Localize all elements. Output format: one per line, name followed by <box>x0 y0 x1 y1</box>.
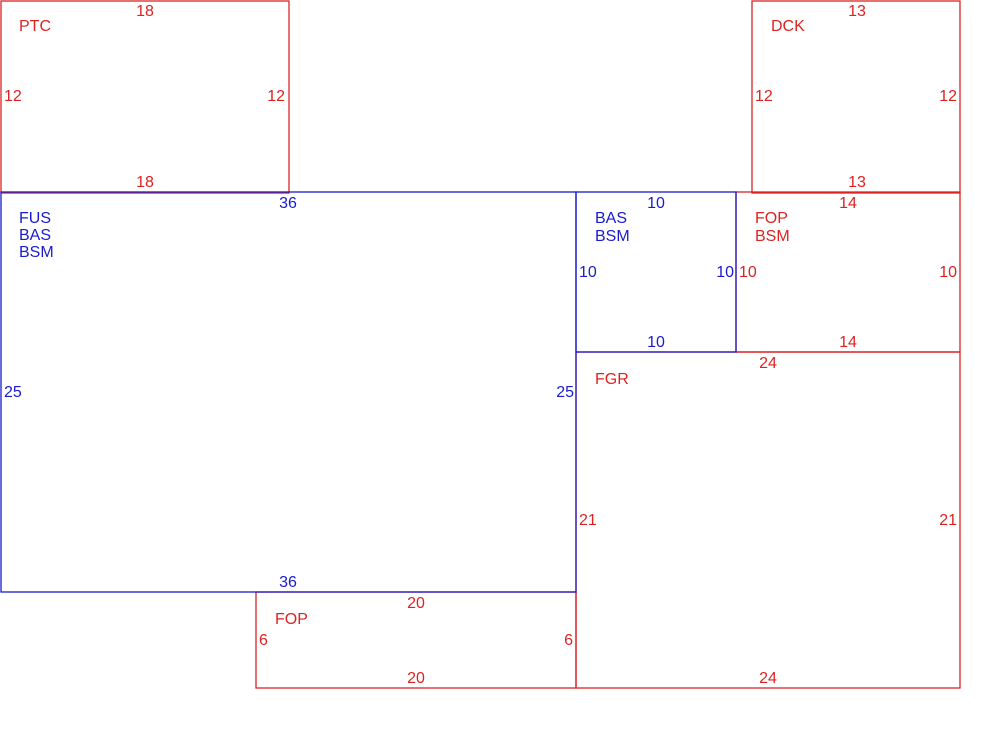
dimension-bottom: 20 <box>407 670 425 687</box>
dimension-left: 12 <box>4 88 22 105</box>
area-label: FOP <box>275 611 308 628</box>
area-bas-small-outline <box>575 191 737 353</box>
dimension-left: 25 <box>4 384 22 401</box>
dimension-top: 20 <box>407 595 425 612</box>
dimension-top: 10 <box>647 195 665 212</box>
dimension-left: 6 <box>259 632 268 649</box>
dimension-bottom: 10 <box>647 334 665 351</box>
area-label: PTC <box>19 18 51 35</box>
dimension-bottom: 13 <box>848 174 866 191</box>
area-label: FOP <box>755 210 788 227</box>
area-dck-outline <box>751 0 961 194</box>
dimension-right: 10 <box>939 264 957 281</box>
area-label: BSM <box>755 228 790 245</box>
area-main: FUS BAS BSM 36 36 25 25 <box>4 195 574 591</box>
dimension-left: 12 <box>755 88 773 105</box>
dimension-top: 13 <box>848 3 866 20</box>
dimension-bottom: 14 <box>839 334 857 351</box>
area-ptc: PTC 18 18 12 12 <box>4 3 285 191</box>
area-label: BSM <box>595 228 630 245</box>
area-bas-small: BAS BSM 10 10 10 10 <box>579 195 734 351</box>
area-label: BSM <box>19 244 54 261</box>
area-fop: FOP 20 20 6 6 <box>259 595 573 687</box>
dimension-right: 10 <box>716 264 734 281</box>
dimension-top: 14 <box>839 195 857 212</box>
area-label: BAS <box>595 210 627 227</box>
dimension-right: 25 <box>556 384 574 401</box>
area-label: BAS <box>19 227 51 244</box>
dimension-right: 6 <box>564 632 573 649</box>
area-label: DCK <box>771 18 805 35</box>
dimension-left: 10 <box>739 264 757 281</box>
dimension-bottom: 36 <box>279 574 297 591</box>
area-fop-bsm: FOP BSM 14 14 10 10 <box>739 195 957 351</box>
dimension-bottom: 24 <box>759 670 777 687</box>
area-fgr-outline <box>575 351 961 689</box>
area-ptc-outline <box>0 0 290 194</box>
area-label: FUS <box>19 210 51 227</box>
area-label: FGR <box>595 371 629 388</box>
dimension-left: 21 <box>579 512 597 529</box>
dimension-top: 36 <box>279 195 297 212</box>
dimension-left: 10 <box>579 264 597 281</box>
dimension-right: 12 <box>267 88 285 105</box>
dimension-top: 24 <box>759 355 777 372</box>
dimension-top: 18 <box>136 3 154 20</box>
area-main-outline <box>0 191 577 593</box>
dimension-bottom: 18 <box>136 174 154 191</box>
area-fgr: FGR 24 24 21 21 <box>579 355 957 687</box>
dimension-right: 12 <box>939 88 957 105</box>
area-dck: DCK 13 13 12 12 <box>755 3 957 191</box>
dimension-right: 21 <box>939 512 957 529</box>
